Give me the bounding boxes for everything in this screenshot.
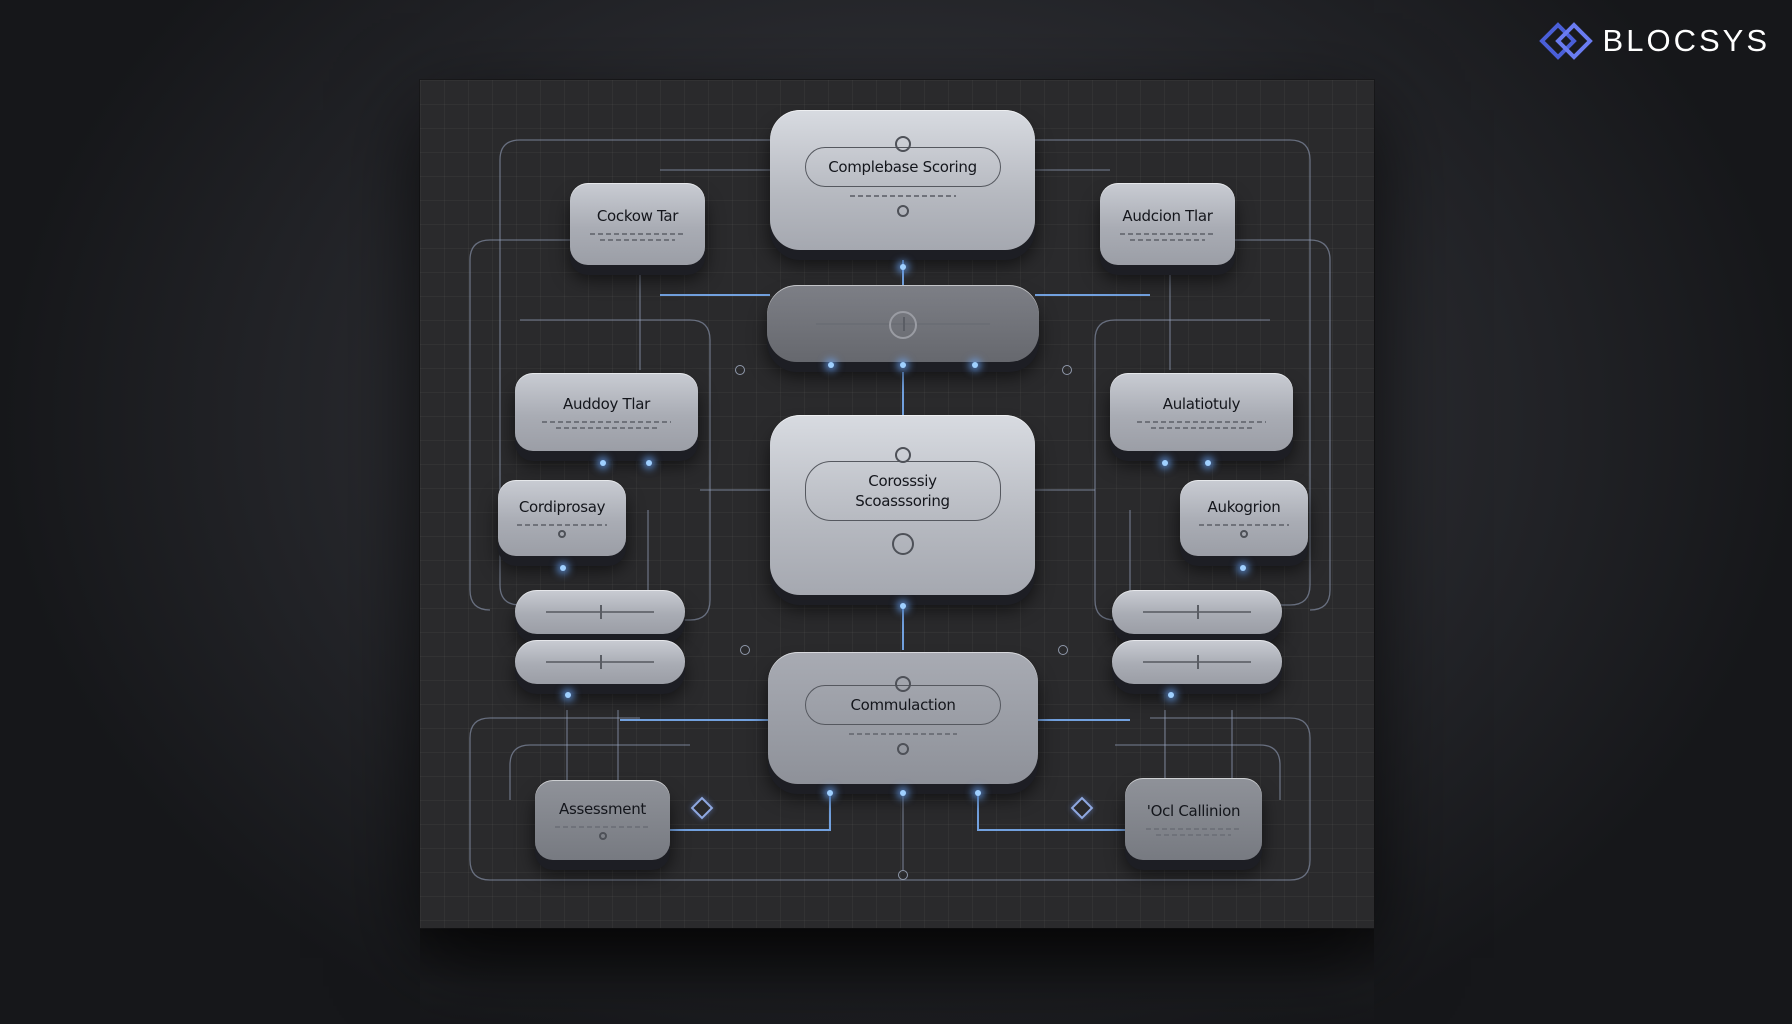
node-left-small-label: Cordiprosay (518, 498, 606, 516)
wire-left-bottom-inner (509, 744, 690, 800)
node-right-top-subline-2 (1130, 239, 1205, 241)
node-right-top-label: Audcion Tlar (1122, 207, 1213, 225)
node-right-slider-2[interactable] (1112, 640, 1282, 684)
wire-left-inner (520, 319, 711, 621)
left-slider-1-bar (545, 605, 655, 619)
node-top-center-subline (849, 195, 956, 197)
led-spine-top (900, 264, 906, 270)
led-right-mid-2 (1205, 460, 1211, 466)
node-left-bottom-dot-icon (598, 832, 607, 840)
wire-right-inner (1094, 319, 1270, 621)
node-top-center-pill: Complebase Scoring (804, 147, 1001, 187)
led-right-small (1240, 565, 1246, 571)
led-left-slider (565, 692, 571, 698)
led-right-mid-1 (1162, 460, 1168, 466)
node-right-bottom-subline (1145, 828, 1242, 830)
node-middle-center-pill: Corosssiy Scoasssoring (804, 461, 1001, 521)
circle-marker-left-1 (735, 365, 745, 375)
node-right-small-label: Aukogrion (1207, 498, 1281, 516)
node-left-bottom[interactable]: Assessment (535, 780, 670, 860)
node-right-small-dot-icon (1240, 530, 1248, 538)
top-ring-icon (894, 136, 911, 152)
led-left-mid-1 (600, 460, 606, 466)
node-left-small-dot-icon (558, 530, 566, 538)
circle-marker-right-1 (1062, 365, 1072, 375)
led-spine-middle (900, 603, 906, 609)
node-top-center-label: Complebase Scoring (828, 158, 977, 176)
target-ring-icon (889, 311, 917, 339)
node-left-small[interactable]: Cordiprosay (498, 480, 626, 556)
node-right-top[interactable]: Audcion Tlar (1100, 183, 1235, 265)
node-middle-center-label-2: Scoasssoring (855, 492, 950, 510)
node-left-top-subline (590, 233, 685, 235)
wire-right-outer-1 (1030, 139, 1311, 606)
node-left-mid-label: Auddoy Tlar (562, 395, 651, 413)
node-connector-top[interactable] (767, 285, 1039, 362)
led-left-small (560, 565, 566, 571)
node-middle-center[interactable]: Corosssiy Scoasssoring (770, 415, 1035, 595)
node-left-top-subline-2 (600, 239, 675, 241)
node-bottom-center[interactable]: Commulaction (768, 652, 1038, 784)
node-left-mid[interactable]: Auddoy Tlar (515, 373, 698, 451)
node-left-slider-1[interactable] (515, 590, 685, 634)
node-right-small-subline (1199, 524, 1289, 526)
circle-marker-right-2 (1058, 645, 1068, 655)
node-right-small[interactable]: Aukogrion (1180, 480, 1308, 556)
circle-marker-bottom (898, 870, 908, 880)
node-right-mid[interactable]: Aulatiotuly (1110, 373, 1293, 451)
node-left-top[interactable]: Cockow Tar (570, 183, 705, 265)
brand-logo: BLOCSYS (1538, 22, 1770, 60)
led-bottom-left (827, 790, 833, 796)
node-right-mid-subline-2 (1151, 427, 1252, 429)
node-bottom-center-dot-icon (897, 743, 909, 755)
node-left-bottom-subline (555, 826, 650, 828)
board-shadow (420, 928, 1374, 1024)
node-bottom-center-subline (849, 733, 957, 735)
node-left-slider-2[interactable] (515, 640, 685, 684)
bottom-ring-icon (895, 676, 911, 692)
node-right-bottom[interactable]: 'Ocl Callinion (1125, 778, 1262, 860)
node-left-top-label: Cockow Tar (596, 207, 679, 225)
node-right-bottom-label: 'Ocl Callinion (1146, 802, 1241, 820)
led-connector-center (900, 362, 906, 368)
wire-right-outer-2 (1235, 239, 1331, 611)
node-middle-center-label-1: Corosssiy (868, 472, 937, 490)
left-slider-2-bar (545, 655, 655, 669)
led-right-slider (1168, 692, 1174, 698)
node-left-bottom-label: Assessment (559, 800, 646, 818)
node-middle-center-dot-icon (891, 533, 914, 555)
brand-name: BLOCSYS (1602, 23, 1770, 58)
wire-right-bottom-inner (1115, 744, 1281, 800)
node-top-center[interactable]: Complebase Scoring (770, 110, 1035, 250)
node-right-slider-1[interactable] (1112, 590, 1282, 634)
node-right-bottom-subline-2 (1155, 834, 1232, 836)
right-slider-1-bar (1142, 605, 1252, 619)
wire-left-outer-2 (469, 239, 570, 611)
double-diamond-logo-icon (1538, 22, 1593, 60)
wire-left-outer-1 (499, 139, 770, 606)
node-left-small-subline (517, 524, 607, 526)
node-right-mid-subline (1137, 421, 1266, 423)
wire-left-bottom-loop (469, 717, 900, 881)
led-connector-left (828, 362, 834, 368)
node-right-top-subline (1120, 233, 1215, 235)
right-slider-2-bar (1142, 655, 1252, 669)
led-bottom-center (900, 790, 906, 796)
wire-bottom-feed-left (665, 790, 831, 831)
middle-ring-icon (894, 447, 911, 463)
wire-bottom-feed-right (977, 790, 1125, 831)
node-left-mid-subline (542, 421, 671, 423)
node-top-center-dot-icon (896, 205, 909, 217)
wire-right-bottom-loop (900, 717, 1311, 881)
led-connector-right (972, 362, 978, 368)
circle-marker-left-2 (740, 645, 750, 655)
node-right-mid-label: Aulatiotuly (1162, 395, 1241, 413)
node-left-mid-subline-2 (556, 427, 657, 429)
led-left-mid-2 (646, 460, 652, 466)
led-bottom-right (975, 790, 981, 796)
node-bottom-center-label: Commulaction (850, 696, 956, 714)
